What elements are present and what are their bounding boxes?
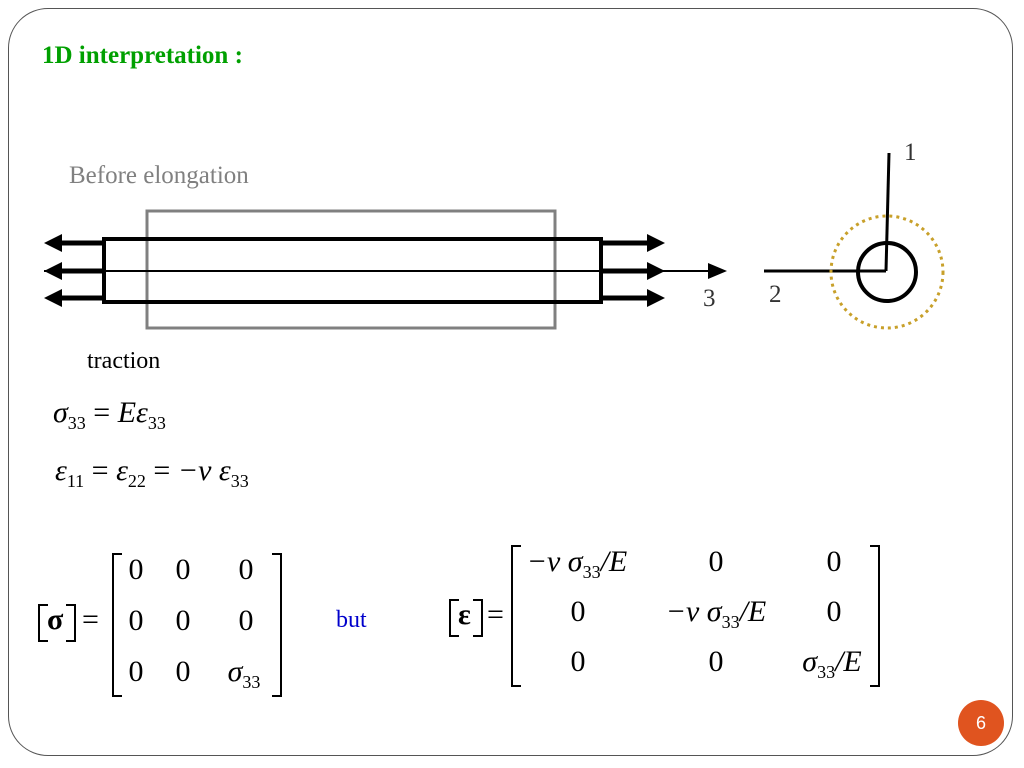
- lhs-bracket-right: [66, 604, 76, 642]
- eps-cell-1-2: 0: [708, 545, 724, 578]
- cell-3-2: 0: [175, 655, 191, 688]
- traction-label: traction: [87, 348, 161, 374]
- axis-2-label: 2: [769, 281, 782, 308]
- equals-sign: =: [82, 603, 99, 636]
- matrix-bracket-left: [112, 553, 122, 697]
- cell-1-1: 0: [128, 553, 144, 586]
- slide-frame: [8, 8, 1013, 756]
- lhs-bracket-left: [38, 604, 48, 642]
- axis-1-label: 1: [904, 139, 917, 166]
- cell-2-3: 0: [238, 604, 254, 637]
- eps-equals-sign: =: [487, 598, 504, 631]
- eps-cell-2-1: 0: [570, 595, 586, 628]
- cell-1-3: 0: [238, 553, 254, 586]
- eps-matrix-bracket-left: [511, 545, 521, 687]
- sigma-symbol: σ: [47, 603, 64, 636]
- slide-title: 1D interpretation :: [42, 42, 243, 69]
- hooke-equation: σ33 = Eε33: [53, 396, 166, 433]
- eps-cell-2-2: −ν σ33/E: [665, 595, 767, 632]
- cell-2-2: 0: [175, 604, 191, 637]
- matrix-bracket-right: [272, 553, 282, 697]
- but-label: but: [336, 607, 367, 633]
- eps-cell-2-3: 0: [826, 595, 842, 628]
- cell-1-2: 0: [175, 553, 191, 586]
- eps-cell-3-1: 0: [570, 645, 586, 678]
- eps-cell-3-3: σ33/E: [802, 645, 862, 682]
- eps-matrix-bracket-right: [870, 545, 880, 687]
- cross-section: [764, 152, 945, 330]
- eps-cell-1-3: 0: [826, 545, 842, 578]
- poisson-equation: ε11 = ε22 = −ν ε33: [55, 454, 249, 491]
- right-traction-arrows: [601, 234, 665, 307]
- page-number-badge: 6: [958, 700, 1004, 746]
- eps-cell-1-1: −ν σ33/E: [526, 545, 628, 582]
- cell-2-1: 0: [128, 604, 144, 637]
- axis-3-label: 3: [703, 285, 716, 312]
- cell-3-3: σ33: [227, 655, 261, 692]
- eps-lhs-bracket-right: [473, 599, 483, 637]
- eps-cell-3-2: 0: [708, 645, 724, 678]
- before-elongation-rect: [145, 209, 557, 330]
- eps-lhs-bracket-left: [449, 599, 459, 637]
- left-traction-arrows: [44, 234, 104, 307]
- axis-3-arrowhead: [708, 263, 727, 279]
- epsilon-symbol: ε: [458, 598, 471, 631]
- before-elongation-label: Before elongation: [69, 162, 249, 189]
- cell-3-1: 0: [128, 655, 144, 688]
